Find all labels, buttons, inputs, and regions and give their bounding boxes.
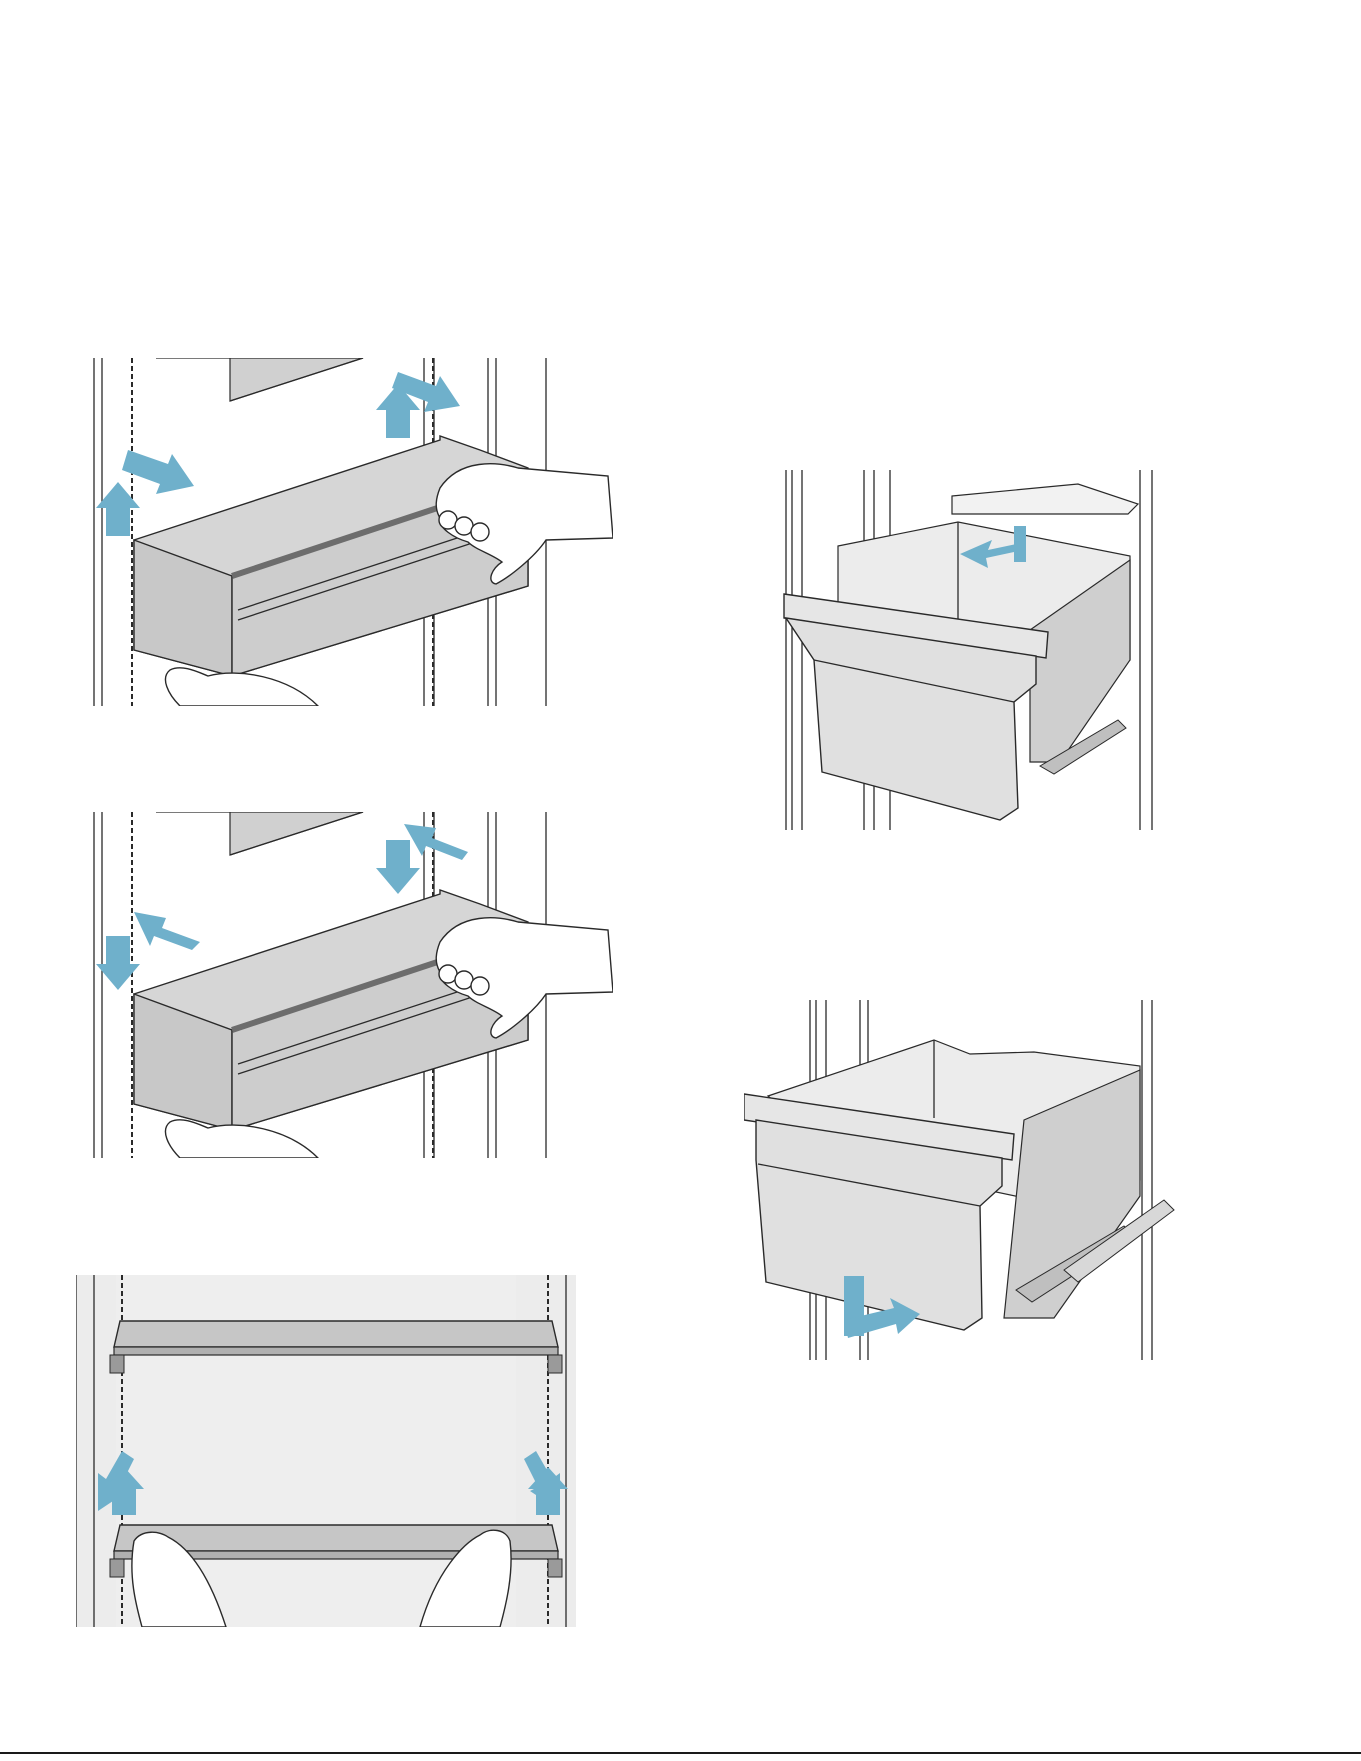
drawer-insertion-illustration (744, 1000, 1200, 1360)
door-bin-insertion-illustration (88, 812, 613, 1158)
drawer-removal-illustration (778, 470, 1198, 830)
door-bin-removal-illustration (88, 358, 613, 706)
footer-rule (0, 1752, 1361, 1754)
shelf-adjustment-illustration (76, 1275, 576, 1627)
